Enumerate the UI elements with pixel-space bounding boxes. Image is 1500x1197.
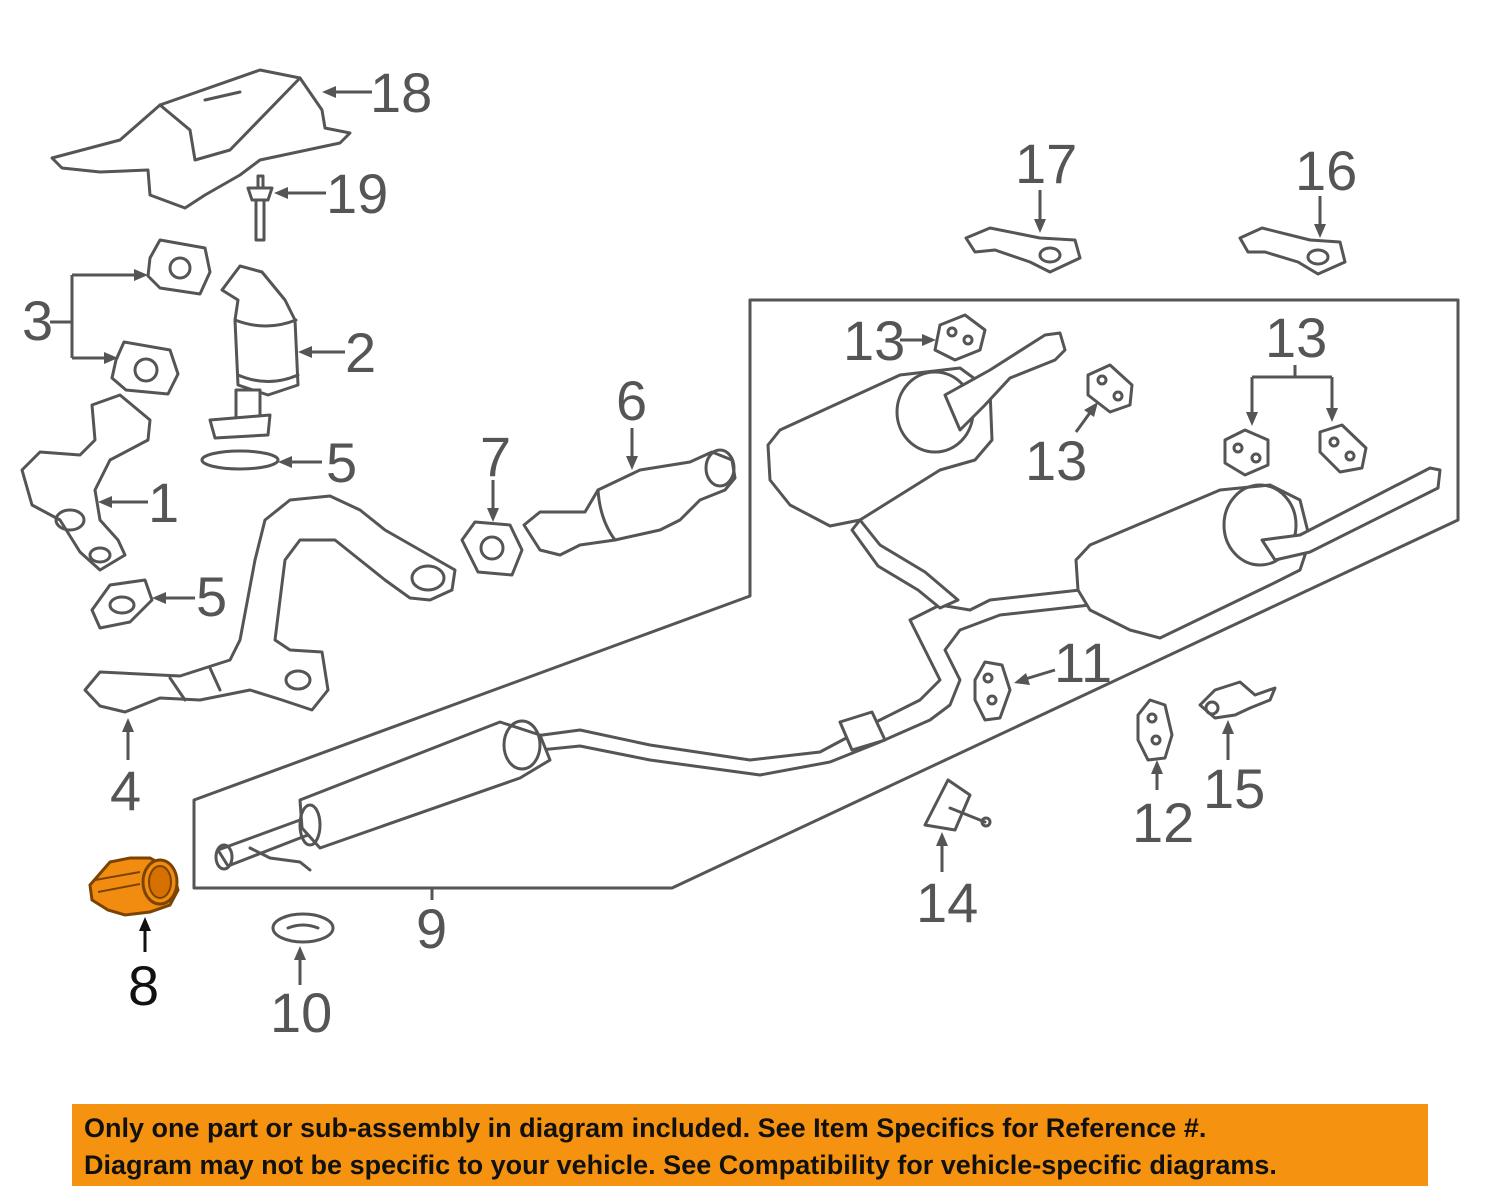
callout-19: 19 xyxy=(326,162,388,225)
callout-labels: 18 19 3 2 5 1 5 4 7 6 8 9 10 11 12 13 13… xyxy=(22,61,1357,1044)
disclaimer-line-1: Only one part or sub-assembly in diagram… xyxy=(84,1113,1207,1143)
callout-12: 12 xyxy=(1132,791,1194,854)
callout-13-middle: 13 xyxy=(1025,429,1087,492)
callout-4: 4 xyxy=(110,759,141,822)
gasket-part xyxy=(460,520,524,577)
isolator-b-part xyxy=(1086,363,1134,414)
flange-gasket-upper-part xyxy=(200,449,280,471)
callout-17: 17 xyxy=(1015,132,1077,195)
callout-2: 2 xyxy=(345,321,376,384)
muffler-assembly-part xyxy=(214,331,1442,872)
manifold-converter-part xyxy=(20,393,152,572)
callout-11: 11 xyxy=(1054,631,1112,694)
callout-8: 8 xyxy=(128,954,159,1017)
callout-5-lower: 5 xyxy=(196,565,227,628)
callout-1: 1 xyxy=(148,471,179,534)
gasket-lower-part xyxy=(110,340,180,396)
callout-5-upper: 5 xyxy=(326,431,357,494)
flange-gasket-lower-part xyxy=(90,578,154,630)
callout-9: 9 xyxy=(416,897,447,960)
bracket-14-part xyxy=(923,778,992,832)
converter-part xyxy=(522,448,737,557)
isolator-c-part xyxy=(1223,428,1270,477)
callout-6: 6 xyxy=(616,369,647,432)
stud-part xyxy=(246,174,274,242)
callout-7: 7 xyxy=(480,425,511,488)
disclaimer-line-2: Diagram may not be specific to your vehi… xyxy=(84,1150,1277,1180)
hanger-left-part xyxy=(964,226,1082,274)
isolator-11-part xyxy=(973,660,1012,722)
callout-13-right: 13 xyxy=(1265,306,1327,369)
callout-16: 16 xyxy=(1295,139,1357,202)
callout-18: 18 xyxy=(370,61,432,124)
callout-15: 15 xyxy=(1203,757,1265,820)
front-pipe-part xyxy=(83,494,457,714)
callout-10: 10 xyxy=(270,981,332,1044)
isolator-d-part xyxy=(1318,423,1368,474)
bracket-15-part xyxy=(1198,680,1277,720)
callout-3: 3 xyxy=(22,289,53,352)
catalytic-converter-upper-part xyxy=(208,264,300,440)
heat-shield-part xyxy=(50,68,352,210)
callout-arrows xyxy=(50,86,1338,985)
gasket-upper-part xyxy=(146,238,212,296)
callout-14: 14 xyxy=(916,871,978,934)
disclaimer-banner: Only one part or sub-assembly in diagram… xyxy=(72,1104,1428,1186)
hanger-right-part xyxy=(1238,226,1347,276)
grommet-part xyxy=(271,912,335,944)
isolator-12-part xyxy=(1136,698,1174,762)
callout-13-left: 13 xyxy=(843,309,905,372)
isolator-a-part xyxy=(933,313,987,362)
exhaust-tip-highlighted-part xyxy=(88,856,180,917)
